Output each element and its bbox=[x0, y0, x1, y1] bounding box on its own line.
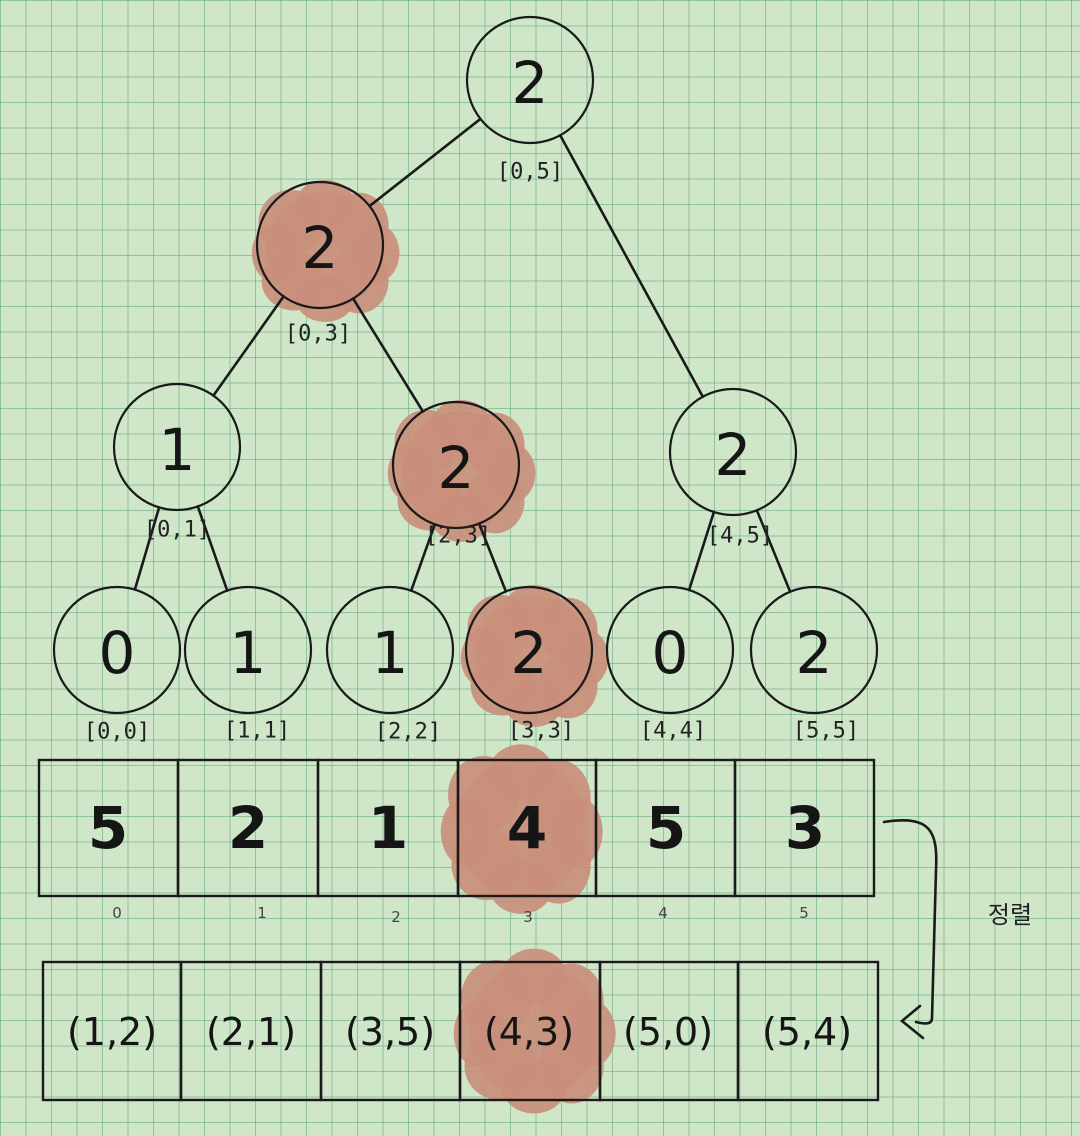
array-value-5: 3 bbox=[785, 794, 825, 862]
edge-n1-n5 bbox=[558, 134, 705, 398]
tree-node-n9: 2 [3,3] bbox=[464, 585, 594, 744]
array-index-4: 4 bbox=[658, 904, 668, 922]
array-value-1: 2 bbox=[228, 794, 268, 862]
edge-n4-n9 bbox=[477, 522, 508, 593]
node-value: 2 bbox=[796, 619, 833, 687]
node-value: 2 bbox=[715, 421, 752, 489]
node-value: 2 bbox=[512, 49, 549, 117]
node-circle bbox=[465, 15, 595, 145]
node-circle bbox=[52, 585, 182, 715]
pair-value-4: (5,0) bbox=[623, 1010, 713, 1054]
edge-n3-n7 bbox=[196, 505, 229, 592]
sort-arrow-label: 정렬 bbox=[988, 901, 1032, 929]
node-range: [4,5] bbox=[707, 524, 773, 549]
highlight-n4 bbox=[387, 399, 536, 542]
node-range: [2,3] bbox=[425, 524, 491, 549]
edge-n5-n11 bbox=[755, 509, 792, 593]
node-circle bbox=[749, 585, 879, 715]
node-circle bbox=[255, 180, 385, 310]
node-range: [0,5] bbox=[497, 160, 563, 185]
sort-arrow: 정렬 bbox=[882, 819, 1032, 1040]
node-circle bbox=[391, 400, 521, 530]
pair-value-1: (2,1) bbox=[206, 1010, 296, 1054]
tree-node-n7: 1 [1,1] bbox=[183, 585, 313, 744]
edge-n3-n6 bbox=[133, 506, 161, 591]
array-index-5: 5 bbox=[799, 904, 809, 922]
node-range: [3,3] bbox=[508, 719, 574, 744]
tree-nodes: 2 [0,5] 2 [0,3] 1 [0,1] 2 [2,3] 2 [4,5] 0 [0,0] 1 [1,… bbox=[52, 15, 879, 745]
tree-node-n10: 0 [4,4] bbox=[605, 585, 735, 744]
pair-value-5: (5,4) bbox=[762, 1010, 852, 1054]
array-value-0: 5 bbox=[88, 794, 128, 862]
sorted-pair-array: (1,2) (2,1) (3,5) (4,3) (5,0) (5,4) bbox=[41, 960, 880, 1102]
highlight-pair-3 bbox=[453, 948, 616, 1114]
node-range: [0,1] bbox=[144, 518, 210, 543]
node-circle bbox=[464, 585, 594, 715]
array-value-4: 5 bbox=[646, 794, 686, 862]
pair-value-2: (3,5) bbox=[345, 1010, 435, 1054]
highlight-n9 bbox=[460, 584, 609, 727]
pair-value-3: (4,3) bbox=[484, 1010, 574, 1054]
node-value: 1 bbox=[230, 619, 267, 687]
node-value: 2 bbox=[511, 619, 548, 687]
edge-n2-n4 bbox=[351, 297, 425, 413]
node-circle bbox=[183, 585, 313, 715]
node-value: 1 bbox=[372, 619, 409, 687]
node-circle bbox=[668, 387, 798, 517]
node-circle bbox=[605, 585, 735, 715]
tree-node-n2: 2 [0,3] bbox=[255, 180, 385, 347]
tree-edges bbox=[133, 117, 792, 593]
edge-n5-n10 bbox=[687, 510, 716, 592]
tree-node-n3: 1 [0,1] bbox=[112, 382, 242, 543]
node-value: 2 bbox=[438, 434, 475, 502]
highlight-n2 bbox=[251, 179, 400, 322]
edge-n2-n3 bbox=[212, 295, 285, 397]
node-value: 0 bbox=[99, 619, 136, 687]
tree-node-n11: 2 [5,5] bbox=[749, 585, 879, 744]
pair-cell-5 bbox=[736, 960, 880, 1102]
node-range: [0,3] bbox=[285, 322, 351, 347]
value-array: 5 2 1 4 5 3 0 1 2 3 4 5 bbox=[37, 758, 876, 926]
tree-node-n1: 2 [0,5] bbox=[465, 15, 595, 185]
tree-node-n6: 0 [0,0] bbox=[52, 585, 182, 745]
node-circle bbox=[112, 382, 242, 512]
highlight-array-3 bbox=[440, 744, 603, 914]
tree-node-n8: 1 [2,2] bbox=[325, 585, 455, 745]
node-value: 0 bbox=[652, 619, 689, 687]
node-value: 2 bbox=[302, 214, 339, 282]
node-range: [1,1] bbox=[224, 719, 290, 744]
node-range: [4,4] bbox=[640, 719, 706, 744]
tree-node-n4: 2 [2,3] bbox=[391, 400, 521, 549]
array-index-3: 3 bbox=[523, 908, 533, 926]
node-range: [0,0] bbox=[84, 720, 150, 745]
array-index-1: 1 bbox=[257, 904, 267, 922]
array-cell-5 bbox=[733, 758, 876, 898]
node-circle bbox=[325, 585, 455, 715]
array-index-2: 2 bbox=[391, 908, 401, 926]
edge-n4-n8 bbox=[409, 523, 437, 592]
node-value: 1 bbox=[159, 416, 196, 484]
node-range: [2,2] bbox=[375, 720, 441, 745]
pair-value-0: (1,2) bbox=[67, 1010, 157, 1054]
edge-n1-n2 bbox=[368, 117, 482, 208]
array-value-3: 4 bbox=[507, 794, 547, 862]
array-index-0: 0 bbox=[112, 904, 122, 922]
highlight-layer bbox=[251, 179, 616, 1114]
node-range: [5,5] bbox=[793, 719, 859, 744]
tree-node-n5: 2 [4,5] bbox=[668, 387, 798, 549]
array-value-2: 1 bbox=[368, 794, 408, 862]
